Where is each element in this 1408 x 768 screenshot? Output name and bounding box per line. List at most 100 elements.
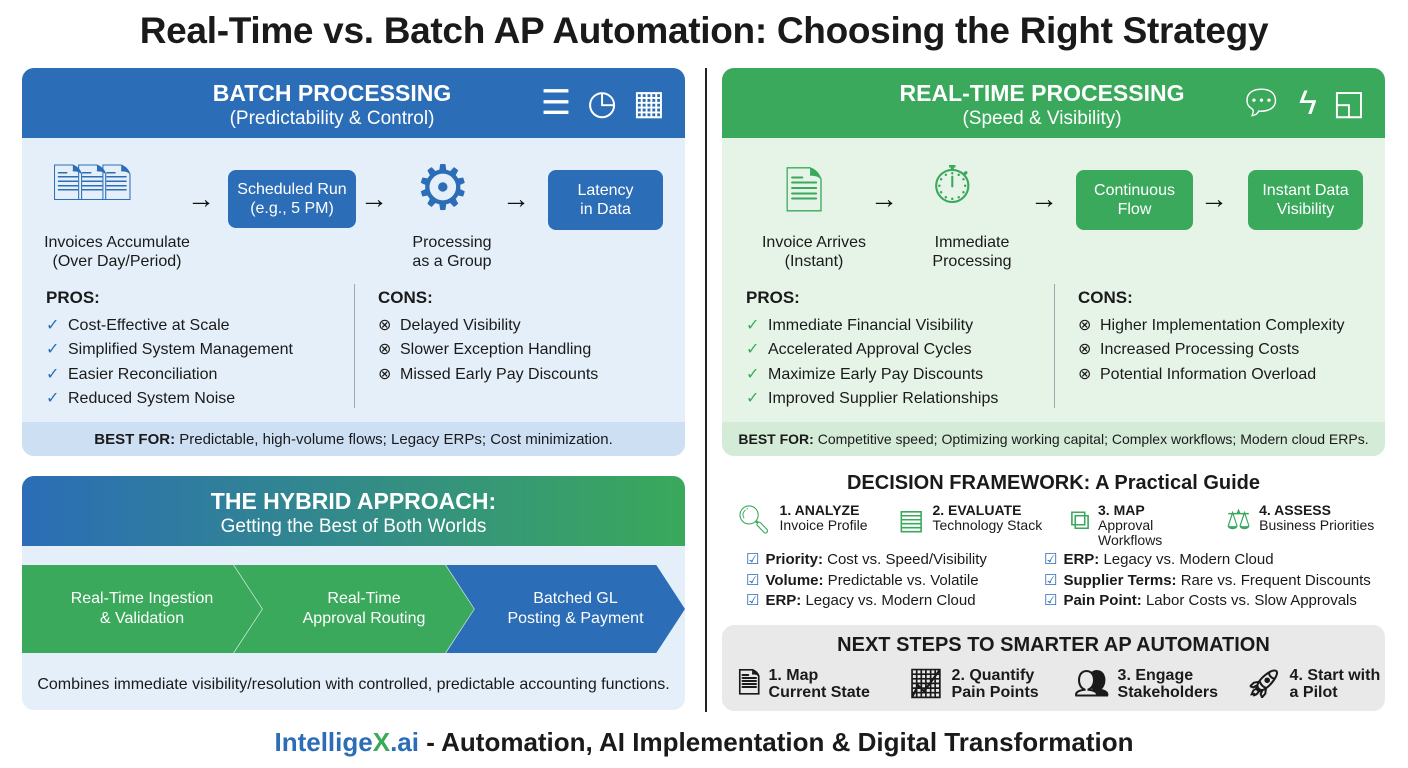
batch-best-for: BEST FOR: Predictable, high-volume flows… (22, 422, 685, 456)
document-icon: 🗎 (738, 668, 761, 699)
batch-header: BATCH PROCESSING (Predictability & Contr… (22, 68, 685, 138)
con-item: ⊗Slower Exception Handling (378, 338, 598, 363)
divider (1054, 284, 1055, 408)
realtime-header: REAL-TIME PROCESSING (Speed & Visibility… (722, 68, 1385, 138)
latency-box: Latency in Data (548, 170, 663, 230)
framework-title: DECISION FRAMEWORK: A Practical Guide (846, 472, 1260, 494)
hybrid-header: THE HYBRID APPROACH: Getting the Best of… (22, 476, 685, 546)
checkbox-icon: ☑ (746, 571, 760, 589)
chart-board-icon: 📈︎ (908, 668, 944, 699)
invoice-email-icon: 🗎 (784, 164, 825, 220)
brand-suffix: .ai (390, 727, 419, 757)
next-steps-title: NEXT STEPS TO SMARTER AP AUTOMATION (837, 634, 1270, 656)
stopwatch-gear-icon: ⏱︎ (932, 157, 973, 215)
arrow-icon: → (870, 183, 898, 214)
batch-title: BATCH PROCESSING (212, 80, 452, 106)
footer: IntelligeX.ai - Automation, AI Implement… (0, 727, 1408, 758)
rocket-icon: 🚀︎ (1246, 668, 1282, 699)
scales-icon: ⚖ (1226, 504, 1252, 535)
check-item: ☑ERP: Legacy vs. Modern Cloud (1044, 551, 1274, 568)
pros-heading: PROS: (746, 288, 800, 307)
checkbox-icon: ☑ (746, 551, 760, 568)
hybrid-step-2: Real-Time Approval Routing (234, 565, 474, 653)
instant-visibility-box: Instant Data Visibility (1248, 170, 1363, 230)
check-circle-icon: ✓ (746, 341, 760, 358)
arrow-icon: → (502, 183, 530, 214)
server-icon: ▤ (898, 504, 925, 535)
realtime-best-for: BEST FOR: Competitive speed; Optimizing … (722, 422, 1385, 456)
checklist-left: ☑Priority: Cost vs. Speed/Visibility ☑Vo… (746, 550, 987, 612)
con-item: ⊗Potential Information Overload (1078, 363, 1345, 388)
pro-item: ✓Simplified System Management (46, 338, 293, 363)
check-item: ☑Supplier Terms: Rare vs. Frequent Disco… (1044, 571, 1371, 589)
x-circle-icon: ⊗ (1078, 341, 1092, 358)
check-circle-icon: ✓ (746, 365, 760, 383)
checkbox-icon: ☑ (1044, 571, 1058, 589)
check-item: ☑Volume: Predictable vs. Volatile (746, 571, 979, 589)
immediate-processing-label: Immediate Processing (932, 234, 1012, 270)
next-step-3: 👥︎3. Engage Stakeholders (1074, 667, 1219, 701)
brand-x: X (372, 727, 391, 757)
page-title: Real-Time vs. Batch AP Automation: Choos… (139, 10, 1269, 51)
cons-heading: CONS: (1078, 288, 1133, 307)
check-circle-icon: ✓ (746, 390, 760, 407)
pro-item: ✓Reduced System Noise (46, 387, 293, 412)
x-circle-icon: ⊗ (378, 341, 392, 358)
center-divider (705, 68, 707, 712)
brand-name: Intellige (274, 727, 373, 757)
arrow-icon: → (1030, 183, 1058, 214)
people-icon: 👥︎ (1074, 668, 1110, 699)
pro-item: ✓Cost-Effective at Scale (46, 314, 293, 339)
check-item: ☑Pain Point: Labor Costs vs. Slow Approv… (1044, 592, 1357, 609)
footer-tagline: - Automation, AI Implementation & Digita… (418, 727, 1134, 757)
batch-pros: PROS: ✓Cost-Effective at Scale ✓Simplifi… (46, 286, 293, 412)
pro-item: ✓Immediate Financial Visibility (746, 314, 998, 339)
processing-group-label: Processing as a Group (412, 234, 492, 270)
calendar-icon: ▦ (632, 84, 665, 122)
hybrid-title: THE HYBRID APPROACH: (210, 488, 497, 514)
scheduled-run-box: Scheduled Run (e.g., 5 PM) (228, 170, 356, 228)
realtime-processing-panel: REAL-TIME PROCESSING (Speed & Visibility… (722, 68, 1385, 456)
batch-processing-panel: BATCH PROCESSING (Predictability & Contr… (22, 68, 685, 456)
checkbox-icon: ☑ (746, 592, 760, 609)
chat-icon: 💬︎ (1239, 84, 1283, 122)
arrow-icon: → (360, 183, 388, 214)
batch-subtitle: (Predictability & Control) (229, 108, 435, 129)
lightning-icon: ϟ (1298, 84, 1317, 122)
x-circle-icon: ⊗ (378, 316, 392, 334)
continuous-flow-box: Continuous Flow (1076, 170, 1193, 230)
arrow-icon: → (187, 183, 215, 214)
documents-icon: 🗎🗎🗎 (52, 163, 133, 207)
check-item: ☑ERP: Legacy vs. Modern Cloud (746, 592, 976, 609)
realtime-title: REAL-TIME PROCESSING (899, 80, 1185, 106)
clock-icon: ◷ (587, 84, 617, 122)
cons-heading: CONS: (378, 288, 433, 307)
con-item: ⊗Higher Implementation Complexity (1078, 314, 1345, 339)
invoices-accumulate-label: Invoices Accumulate (Over Day/Period) (44, 234, 190, 270)
realtime-pros: PROS: ✓Immediate Financial Visibility ✓A… (746, 286, 998, 412)
workflow-icon: ⧉ (1070, 504, 1090, 535)
x-circle-icon: ⊗ (378, 365, 392, 383)
dashboard-icon: ◱ (1332, 84, 1365, 122)
batch-cons: CONS: ⊗Delayed Visibility ⊗Slower Except… (378, 286, 598, 387)
checkbox-icon: ☑ (1044, 551, 1058, 568)
invoice-arrives-label: Invoice Arrives (Instant) (761, 234, 867, 270)
next-step-1: 🗎1. Map Current State (738, 667, 870, 701)
pro-item: ✓Maximize Early Pay Discounts (746, 363, 998, 388)
realtime-cons: CONS: ⊗Higher Implementation Complexity … (1078, 286, 1345, 387)
hybrid-step-3: Batched GL Posting & Payment (446, 565, 685, 653)
gear-icon: ⚙ (415, 154, 471, 223)
checkbox-icon: ☑ (1044, 592, 1058, 609)
con-item: ⊗Missed Early Pay Discounts (378, 363, 598, 388)
next-steps-panel: NEXT STEPS TO SMARTER AP AUTOMATION 🗎1. … (722, 625, 1385, 711)
hybrid-approach-panel: THE HYBRID APPROACH: Getting the Best of… (22, 476, 685, 710)
magnifier-icon: 🔍︎ (736, 504, 772, 535)
x-circle-icon: ⊗ (1078, 316, 1092, 334)
con-item: ⊗Increased Processing Costs (1078, 338, 1345, 363)
pro-item: ✓Accelerated Approval Cycles (746, 338, 998, 363)
check-item: ☑Priority: Cost vs. Speed/Visibility (746, 551, 987, 568)
